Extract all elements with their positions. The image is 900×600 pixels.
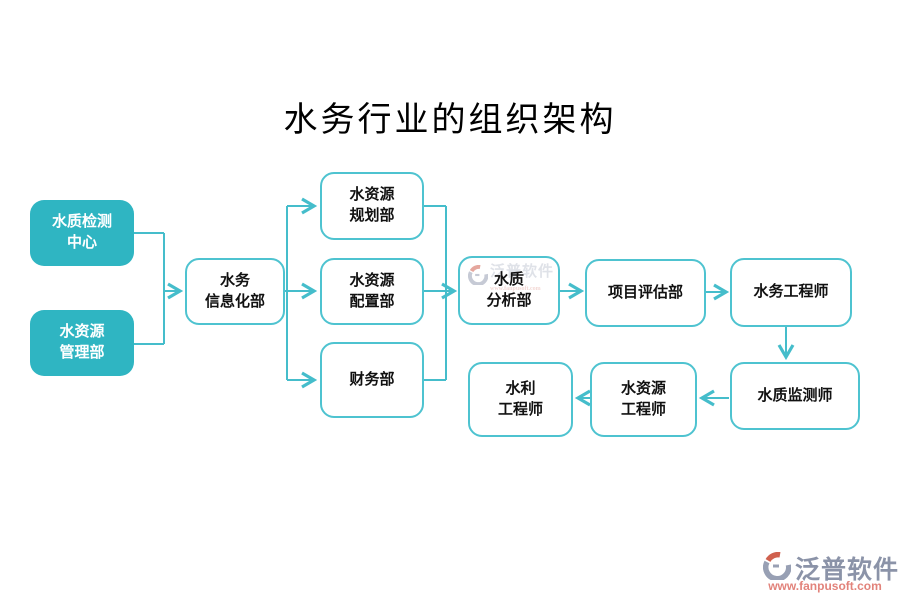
- org-node-water-resources-allocation-dept: 水资源 配置部: [320, 258, 424, 325]
- org-node-water-affairs-informatization-dept: 水务 信息化部: [185, 258, 285, 325]
- node-label: 水资源 配置部: [349, 272, 395, 310]
- org-node-project-evaluation-dept: 项目评估部: [585, 259, 706, 327]
- node-label: 财务部: [349, 371, 395, 388]
- node-label: 水资源 管理部: [59, 324, 105, 361]
- org-node-finance-dept: 财务部: [320, 342, 424, 418]
- fanpu-logo-icon: [468, 265, 488, 285]
- org-node-water-quality-analysis-dept: 泛普软件 www.fanpusoft.com 水质 分析部: [458, 256, 560, 325]
- brand-website: www.fanpusoft.com: [768, 579, 882, 593]
- node-label: 水质检测 中心: [51, 214, 112, 251]
- org-node-water-resources-engineer: 水资源 工程师: [590, 362, 697, 437]
- page-title: 水务行业的组织架构: [283, 102, 617, 139]
- org-node-water-resources-planning-dept: 水资源 规划部: [320, 172, 424, 240]
- org-node-water-quality-monitor: 水质监测师: [730, 362, 860, 430]
- org-node-water-quality-testing-center: 水质检测 中心: [30, 200, 134, 266]
- node-label: 水利 工程师: [497, 380, 543, 418]
- node-label: 项目评估部: [607, 284, 683, 301]
- node-label: 水资源 工程师: [620, 380, 666, 418]
- node-label: 水务工程师: [753, 284, 829, 300]
- org-node-water-affairs-engineer: 水务工程师: [730, 258, 852, 327]
- fanpu-logo-icon: [763, 552, 791, 580]
- node-label: 水务 信息化部: [204, 272, 265, 310]
- brand-name: 泛普软件: [795, 556, 900, 584]
- org-node-water-conservancy-engineer: 水利 工程师: [468, 362, 573, 437]
- node-label: 水质监测师: [757, 387, 833, 404]
- node-label: 水资源 规划部: [349, 187, 395, 224]
- fanpusoft-branding: 泛普软件 www.fanpusoft.com: [762, 548, 898, 594]
- node-label: 水质 分析部: [486, 271, 532, 309]
- org-node-water-resources-management-dept: 水资源 管理部: [30, 310, 134, 376]
